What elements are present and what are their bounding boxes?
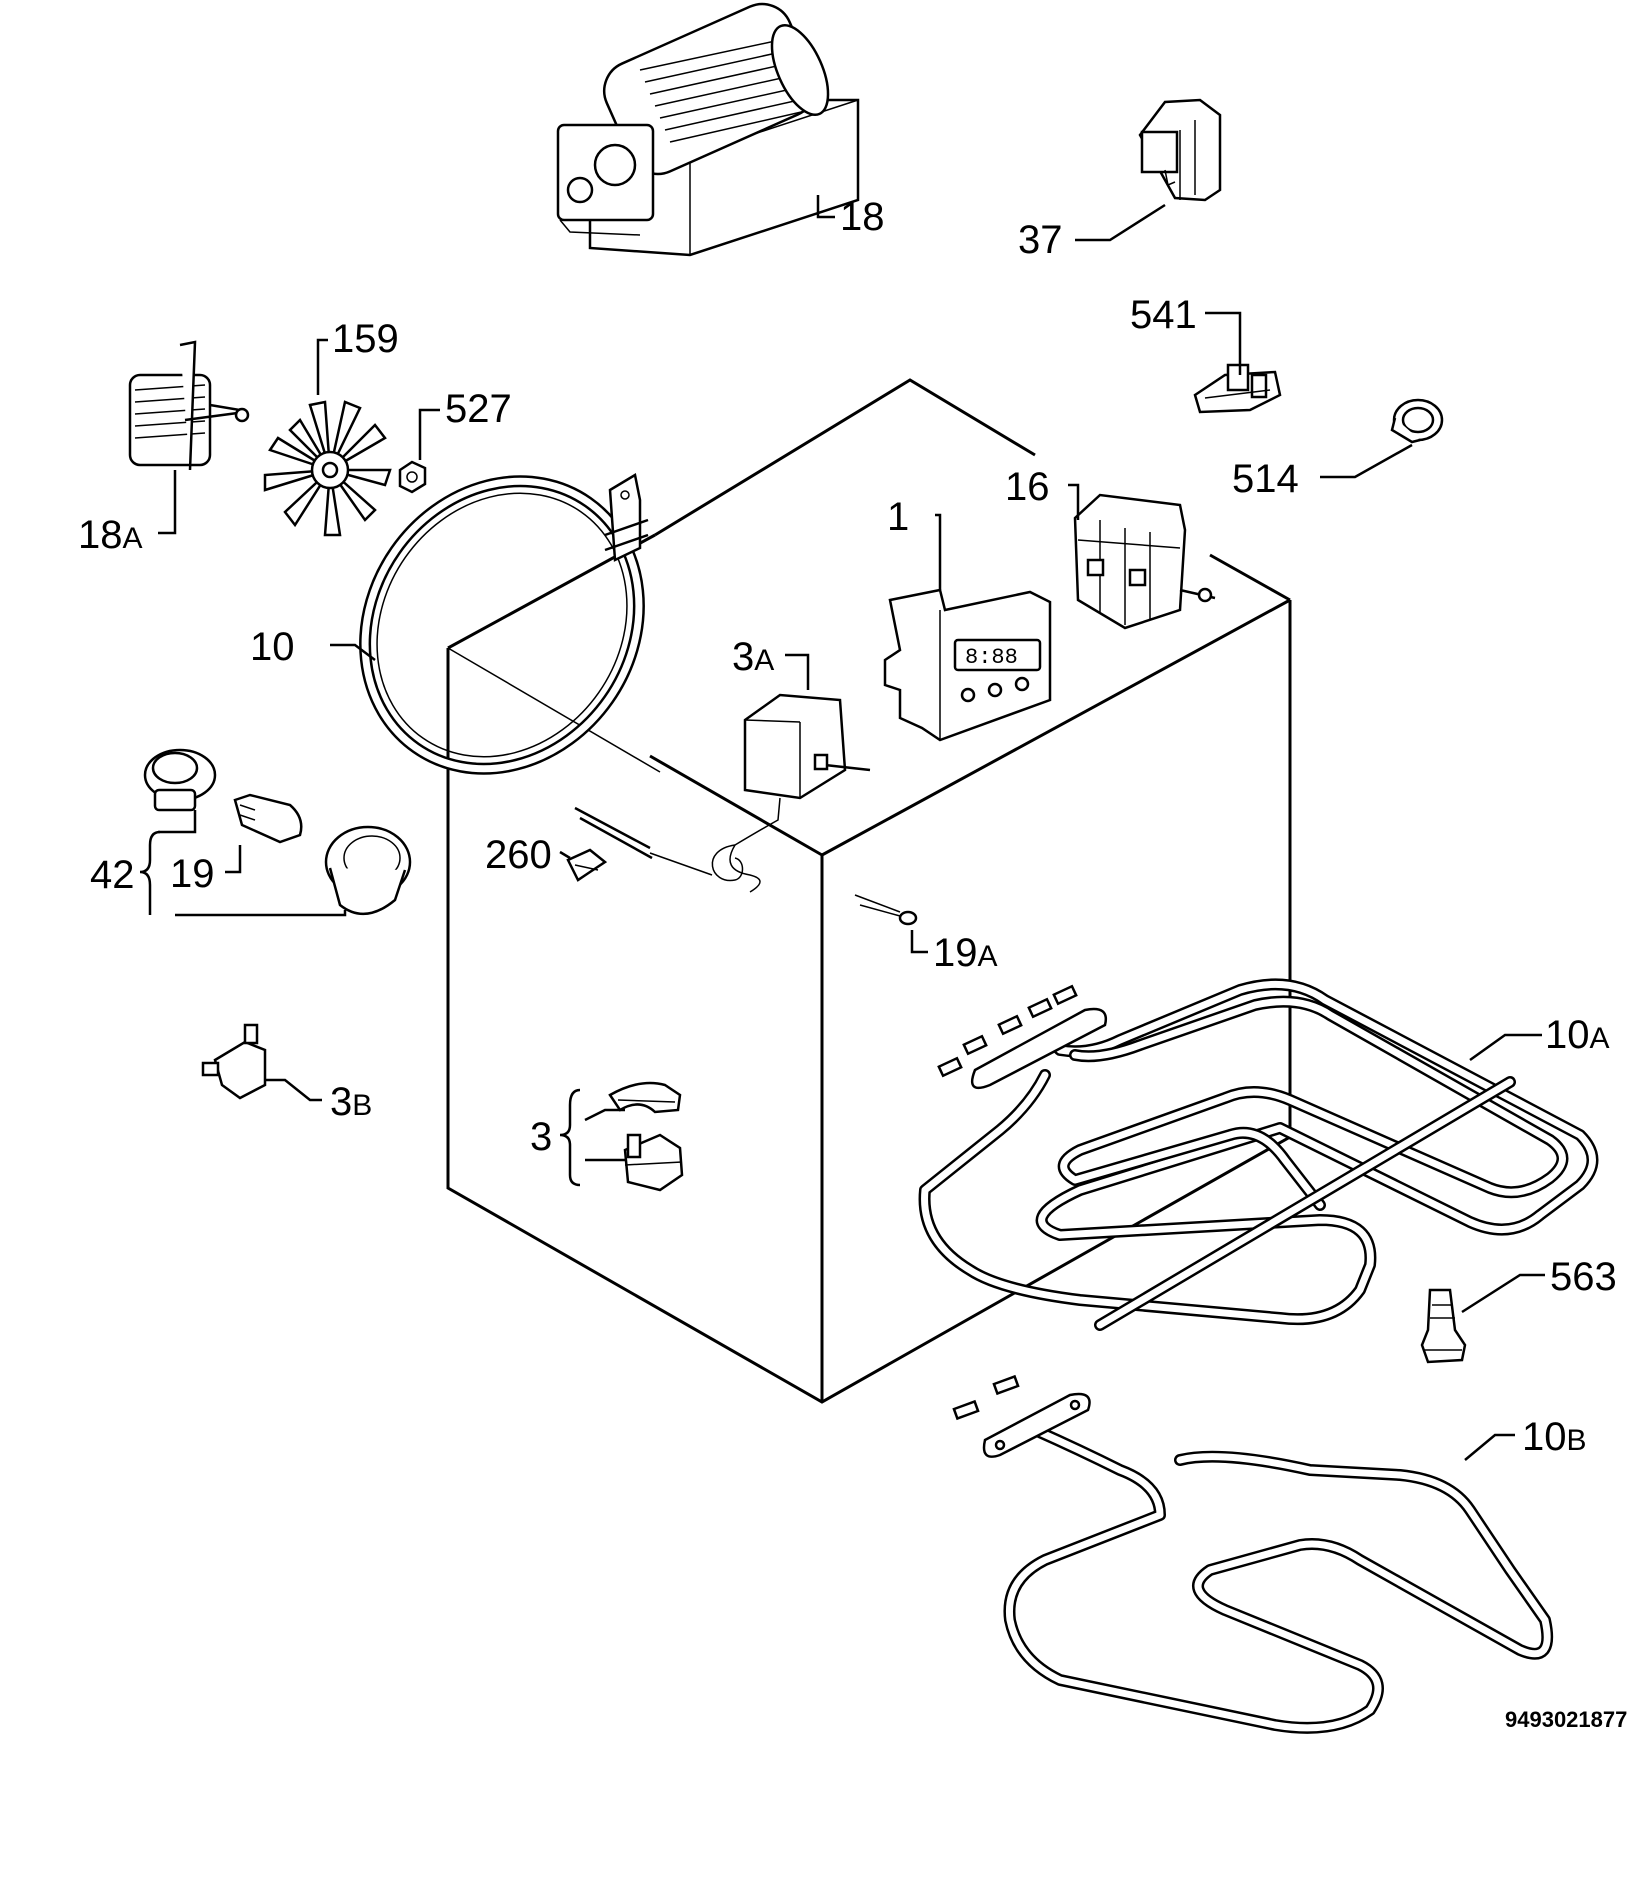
- label-switch-37: 37: [1018, 218, 1063, 262]
- timer-part: 8:88: [883, 513, 1052, 742]
- label-selector-switch: 16: [1005, 465, 1050, 509]
- oven-cabinet: [446, 378, 1292, 1404]
- small-thermostat-part: [201, 1023, 322, 1102]
- thermal-cutout-group-part: [559, 1081, 684, 1192]
- label-neon-lamp: 19A: [933, 931, 998, 975]
- drawing-number: 9493021877: [1505, 1707, 1627, 1732]
- part-514-body: [1320, 398, 1444, 479]
- label-foot-563: 563: [1550, 1255, 1617, 1299]
- svg-text:8:88: 8:88: [965, 645, 1018, 670]
- label-small-thermostat: 3B: [330, 1080, 372, 1124]
- circular-element-part: [330, 473, 649, 775]
- neon-lamp-part: [854, 894, 928, 954]
- label-bottom-element: 10B: [1522, 1415, 1587, 1459]
- fan-blade-part: [263, 338, 392, 537]
- label-thermostat: 3A: [732, 635, 774, 679]
- clip-260-part: [559, 848, 608, 882]
- label-fan-blade: 159: [332, 317, 399, 361]
- nut-527-part: [398, 408, 440, 494]
- label-grill-element: 10A: [1545, 1013, 1610, 1057]
- bottom-element-part: [952, 1374, 1554, 1734]
- label-lamp: 19: [170, 852, 215, 896]
- switch-37-part: [1075, 98, 1222, 242]
- lamp-group-part: [139, 748, 412, 917]
- label-circular-element: 10: [250, 625, 295, 669]
- fan-motor-part: [128, 340, 250, 535]
- label-lamp-group: 42: [90, 853, 135, 897]
- label-fan-motor: 18A: [78, 513, 143, 557]
- part-labels: 18 37 541 18A 159 527 514 16 1 10 3A 42 …: [78, 195, 1627, 1732]
- foot-563-part: [1420, 1273, 1545, 1364]
- label-part-514: 514: [1232, 457, 1299, 501]
- part-541-body: [1193, 311, 1282, 414]
- label-thermal-cutout-group: 3: [530, 1115, 552, 1159]
- label-clip-260: 260: [485, 833, 552, 877]
- selector-switch-part: [1068, 483, 1216, 630]
- thermostat-part: [574, 653, 871, 893]
- label-fan-assembly: 18: [840, 195, 885, 239]
- fan-assembly-part: [556, 2, 860, 257]
- grill-element-part: [918, 978, 1599, 1331]
- label-nut-527: 527: [445, 387, 512, 431]
- label-timer: 1: [887, 495, 909, 539]
- label-part-541: 541: [1130, 293, 1197, 337]
